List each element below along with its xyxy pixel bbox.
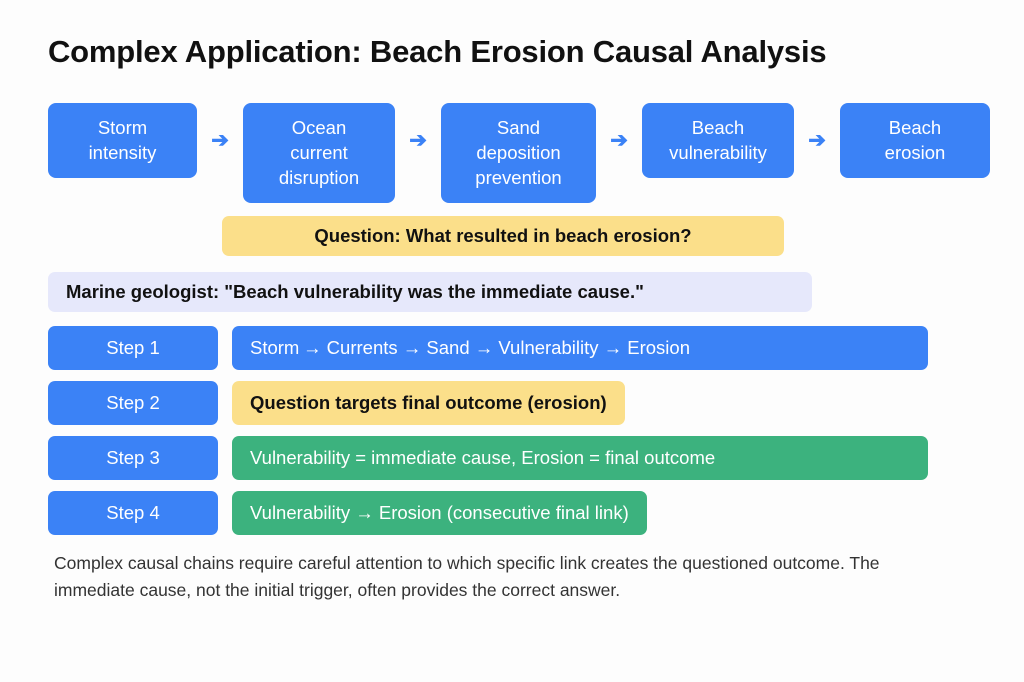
chain-node-line: current: [290, 142, 348, 163]
chain-node-line: deposition: [476, 142, 561, 163]
step-content-3: Vulnerability = immediate cause, Erosion…: [232, 436, 928, 480]
chain-node-beach-erosion[interactable]: Beach erosion: [840, 103, 990, 178]
reasoning-steps: Step 1 Storm → Currents → Sand → Vulnera…: [48, 326, 928, 546]
expert-quote-banner: Marine geologist: "Beach vulnerability w…: [48, 272, 812, 312]
step-row: Step 4 Vulnerability → Erosion (consecut…: [48, 491, 928, 535]
step-label-3: Step 3: [48, 436, 218, 480]
chain-node-line: Storm: [97, 117, 148, 138]
chain-node-sand-deposition-prevention[interactable]: Sand deposition prevention: [441, 103, 596, 203]
step-label-2: Step 2: [48, 381, 218, 425]
step-content-1: Storm → Currents → Sand → Vulnerability …: [232, 326, 928, 370]
chain-node-line: intensity: [88, 142, 157, 163]
chain-node-line: Ocean: [291, 117, 347, 138]
chain-node-line: vulnerability: [669, 142, 767, 163]
expert-quote-text: Marine geologist: "Beach vulnerability w…: [66, 281, 644, 302]
chain-node-beach-vulnerability[interactable]: Beach vulnerability: [642, 103, 794, 178]
chain-node-storm-intensity[interactable]: Storm intensity: [48, 103, 197, 178]
chain-arrow-icon: ➔: [211, 129, 229, 152]
causal-chain: Storm intensity ➔ Ocean current disrupti…: [48, 103, 990, 203]
chain-node-line: prevention: [475, 167, 562, 188]
step-content-2: Question targets final outcome (erosion): [232, 381, 625, 425]
chain-arrow-icon: ➔: [808, 129, 826, 152]
step-label-4: Step 4: [48, 491, 218, 535]
chain-arrow-icon: ➔: [409, 129, 427, 152]
step-row: Step 3 Vulnerability = immediate cause, …: [48, 436, 928, 480]
chain-node-line: Beach: [691, 117, 745, 138]
chain-node-line: erosion: [884, 142, 946, 163]
chain-node-line: Beach: [888, 117, 942, 138]
chain-node-line: disruption: [278, 167, 360, 188]
step-content-4: Vulnerability → Erosion (consecutive fin…: [232, 491, 647, 535]
question-text: Question: What resulted in beach erosion…: [314, 225, 692, 246]
chain-node-line: Sand: [496, 117, 541, 138]
step-label-1: Step 1: [48, 326, 218, 370]
footer-note: Complex causal chains require careful at…: [54, 553, 880, 600]
step-row: Step 1 Storm → Currents → Sand → Vulnera…: [48, 326, 928, 370]
step-row: Step 2 Question targets final outcome (e…: [48, 381, 928, 425]
page-title: Complex Application: Beach Erosion Causa…: [48, 34, 827, 69]
chain-arrow-icon: ➔: [610, 129, 628, 152]
question-banner: Question: What resulted in beach erosion…: [222, 216, 784, 256]
chain-node-ocean-current-disruption[interactable]: Ocean current disruption: [243, 103, 395, 203]
